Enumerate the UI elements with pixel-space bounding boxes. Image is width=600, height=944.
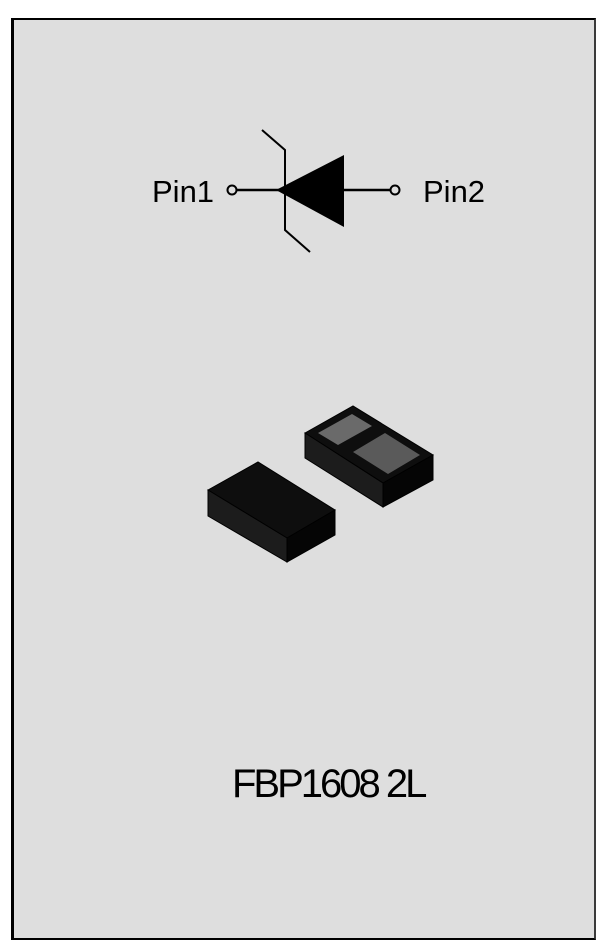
large-pad-icon: [353, 433, 420, 474]
pin1-terminal-icon: [226, 184, 238, 196]
package-top-view: [207, 461, 336, 563]
pin2-label: Pin2: [423, 174, 485, 209]
diode-symbol: Pin1 Pin2: [152, 129, 485, 253]
pin2-terminal-icon: [389, 184, 401, 196]
package-illustration: [207, 405, 434, 563]
part-number-label: FBP1608 2L: [232, 762, 426, 806]
diagram-frame: [11, 18, 596, 940]
small-pad-icon: [318, 414, 372, 445]
pin1-label: Pin1: [152, 174, 214, 209]
package-side-face: [286, 509, 336, 563]
diode-triangle-icon: [276, 155, 344, 227]
package-bottom-side-face: [382, 454, 434, 508]
package-bottom-view: [304, 405, 434, 508]
